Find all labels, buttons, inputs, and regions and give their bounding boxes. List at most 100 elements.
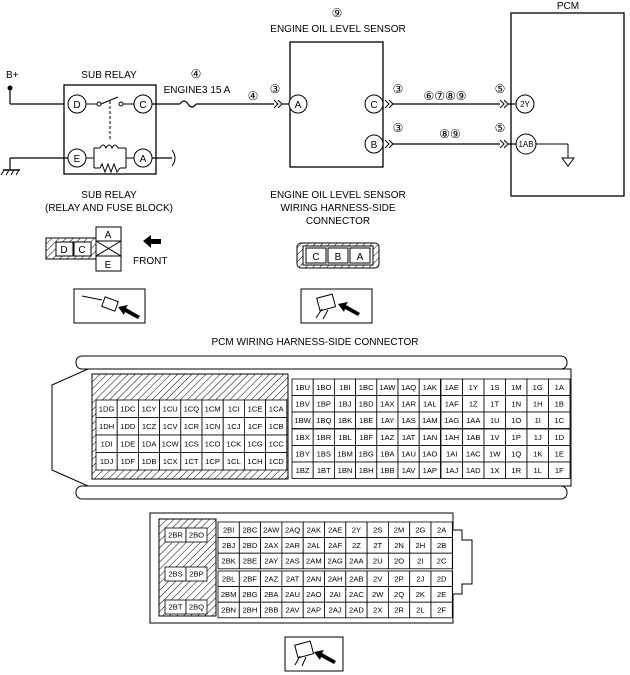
pin-label: 1U	[490, 416, 500, 425]
pin-label: 1AH	[444, 433, 459, 442]
pin-label: 1CR	[184, 422, 200, 431]
pin-label: 1BB	[380, 466, 394, 475]
pin-cell	[185, 566, 208, 582]
pin-label: 1BD	[359, 399, 374, 408]
pin-label: 2G	[415, 526, 425, 535]
sensor-terminal-c	[364, 94, 384, 114]
pin-label: 1CL	[227, 457, 241, 466]
pin-label: 1BY	[295, 449, 309, 458]
pin-label: 1DI	[101, 439, 113, 448]
pin-label: 2BS	[168, 570, 182, 579]
pin-label: 2AP	[307, 606, 321, 615]
pcm-terminal-2y-label: 2Y	[520, 100, 530, 109]
pin-label: 1C	[554, 416, 564, 425]
pin-label: 1AT	[402, 433, 416, 442]
pin-label: 1AU	[401, 449, 416, 458]
pin-label: 2I	[417, 557, 423, 566]
pin-label: 2H	[415, 541, 425, 550]
pin-label: 1CX	[163, 457, 178, 466]
fuse-name: ENGINE3 15 A	[164, 85, 231, 96]
pin-label: 2BM	[221, 590, 237, 599]
pin-label: 1AG	[444, 416, 459, 425]
pin-label: 1R	[511, 466, 521, 475]
pin-label: 1M	[511, 383, 522, 392]
pin-label: 1L	[534, 466, 542, 475]
pin-label: 2E	[437, 590, 446, 599]
pin-label: 1AZ	[380, 433, 394, 442]
wire-c-left-code: ③	[393, 82, 404, 96]
pin-label: 2O	[394, 557, 404, 566]
pin-label: 2AH	[328, 575, 343, 584]
wire-b-left-code: ③	[393, 121, 404, 135]
pin-label: 2AX	[264, 541, 278, 550]
sensor-connector-pin-1: C	[312, 252, 319, 263]
pin-label: 1AX	[380, 399, 394, 408]
sensor-terminal-c-label: C	[370, 100, 377, 111]
pin-label: 1K	[533, 449, 542, 458]
pin-label: 1DB	[142, 457, 157, 466]
pin-label: 2L	[416, 606, 424, 615]
pin-label: 2A	[437, 526, 447, 535]
pin-label: 1AJ	[445, 466, 458, 475]
pin-label: 2BT	[169, 603, 183, 612]
pin-label: 1W	[489, 449, 501, 458]
pin-label: 1H	[533, 399, 543, 408]
pin-cell	[548, 411, 571, 429]
pin-label: 2AG	[328, 557, 343, 566]
sensor-number: ⑨	[332, 6, 343, 20]
pin-label: 2BH	[243, 606, 258, 615]
pin-label: 1BL	[338, 433, 352, 442]
sensor-connector-pin-2: B	[335, 252, 342, 263]
pin-label: 1CZ	[142, 422, 157, 431]
pin-label: 1BO	[316, 383, 331, 392]
sensor-terminal-b	[364, 134, 384, 154]
relay-terminal-a-label: A	[140, 154, 147, 165]
pin-label: 1CF	[248, 422, 263, 431]
pin-label: 2BB	[264, 606, 278, 615]
pin-label: 1DG	[99, 404, 115, 413]
sub-relay-caption-1: SUB RELAY	[81, 190, 137, 201]
pin-label: 1CA	[269, 404, 285, 413]
pin-label: 2B	[437, 541, 446, 550]
probe-icon	[73, 288, 146, 324]
pin-label: 2AC	[349, 590, 364, 599]
bplus-label: B+	[6, 70, 19, 81]
pin-label: 1DD	[120, 422, 136, 431]
pin-label: 2AU	[285, 590, 300, 599]
wire-a-right-code: ③	[270, 82, 281, 96]
pin-label: 1BM	[337, 449, 353, 458]
pin-label: 1CW	[162, 439, 180, 448]
pin-label: 2AJ	[329, 606, 342, 615]
sensor-connector-pin-3: A	[357, 252, 364, 263]
sensor-terminal-a-label: A	[295, 100, 302, 111]
pin-label: 2BL	[222, 575, 236, 584]
pin-label: 1CQ	[184, 404, 200, 413]
pin-label: 1AR	[401, 399, 416, 408]
sensor-terminal-a	[288, 94, 308, 114]
pin-label: 2U	[373, 557, 383, 566]
pin-label: 1CO	[205, 439, 221, 448]
pin-label: 2BO	[189, 531, 204, 540]
pin-label: 1O	[511, 416, 521, 425]
pin-cell	[418, 461, 441, 479]
pin-label: 1CH	[247, 457, 262, 466]
pin-label: 1AY	[381, 416, 395, 425]
pin-cell	[430, 552, 453, 570]
pin-label: 2K	[416, 590, 425, 599]
relay-terminal-c-label: C	[139, 100, 146, 111]
sensor-terminal-b-label: B	[371, 140, 378, 151]
pin-label: 1D	[554, 433, 564, 442]
pin-label: 1Q	[511, 449, 521, 458]
pin-label: 2AZ	[264, 575, 278, 584]
sensor-connector-caption-2: WIRING HARNESS-SIDE	[280, 203, 395, 214]
pin-label: 2M	[394, 526, 405, 535]
pin-label: 2W	[372, 590, 384, 599]
pin-label: 1AV	[402, 466, 417, 475]
sub-relay-title: SUB RELAY	[81, 70, 137, 81]
pin-label: 1CG	[247, 439, 263, 448]
pin-label: 1AN	[422, 433, 437, 442]
pin-label: 2BI	[223, 526, 234, 535]
pin-label: 2N	[394, 541, 404, 550]
pin-label: 1AQ	[401, 383, 416, 392]
